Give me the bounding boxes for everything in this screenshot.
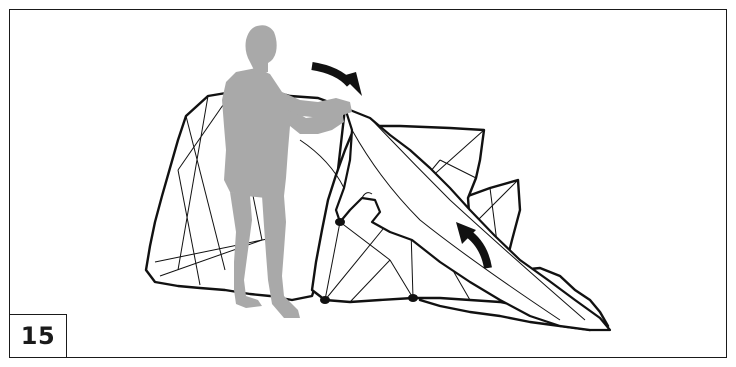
rotate-clockwise-arrow-icon xyxy=(312,66,362,96)
step-number: 15 xyxy=(21,322,55,350)
step-number-box: 15 xyxy=(9,314,67,358)
